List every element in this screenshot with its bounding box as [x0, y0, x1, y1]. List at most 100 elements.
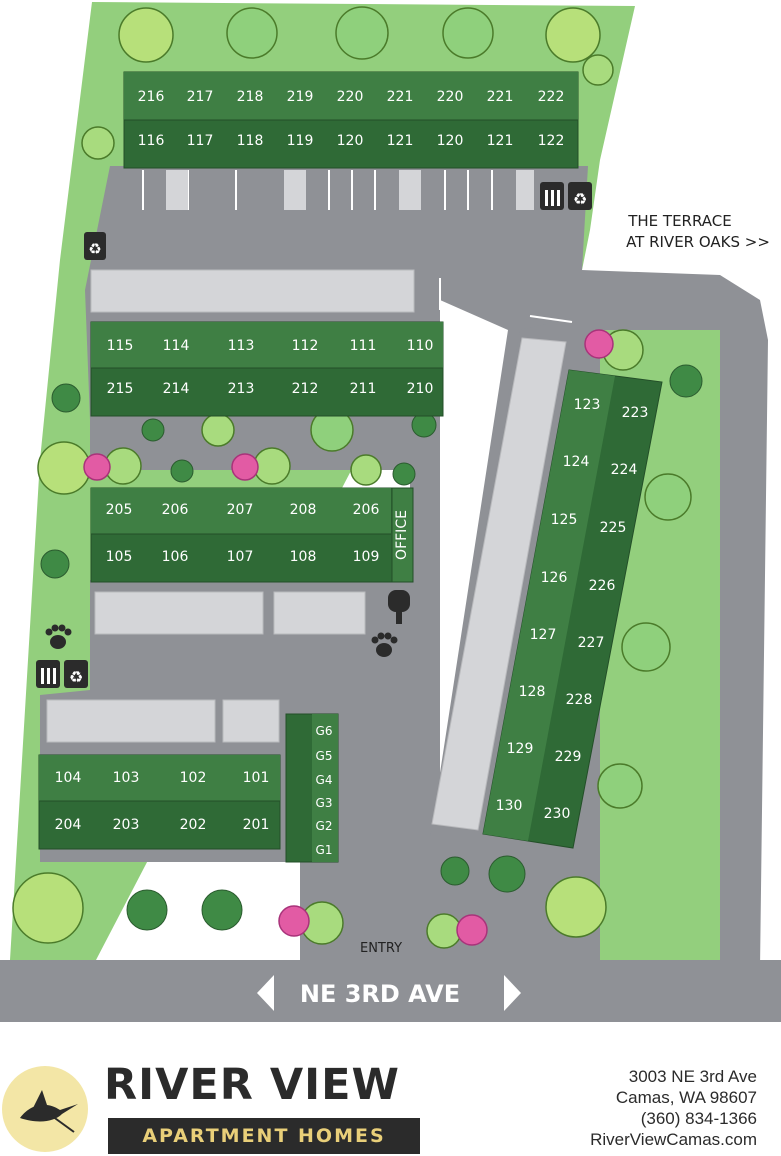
- unit-number: 111: [350, 338, 377, 354]
- recycle-icon: ♻: [568, 182, 592, 210]
- unit-number: 116: [138, 133, 165, 149]
- paw-print-icon: [45, 624, 72, 649]
- unit-number: 226: [589, 578, 616, 594]
- unit-number: 217: [187, 89, 214, 105]
- flowering-shrubs: [83, 329, 614, 946]
- unit-number: 210: [407, 381, 434, 397]
- building-b: [90, 321, 444, 417]
- address-city: Camas, WA 98607: [615, 1088, 757, 1107]
- svg-text:♻: ♻: [69, 668, 83, 687]
- chevron-left-icon: [257, 975, 274, 1011]
- unit-number: 215: [107, 381, 134, 397]
- office-label: OFFICE: [394, 510, 410, 560]
- unit-number: 219: [287, 89, 314, 105]
- unit-number: 205: [106, 502, 133, 518]
- building-d: [38, 754, 281, 850]
- unit-number: 123: [574, 397, 601, 413]
- unit-number: 214: [163, 381, 190, 397]
- unit-number: 211: [350, 381, 377, 397]
- unit-number: 225: [600, 520, 627, 536]
- garage-building: [285, 713, 339, 863]
- unit-number: 117: [187, 133, 214, 149]
- svg-text:♻: ♻: [88, 240, 101, 258]
- units-b-lower: 215 214 213 212 211 210: [107, 381, 434, 397]
- unit-number: 120: [337, 133, 364, 149]
- unit-number: 204: [55, 817, 82, 833]
- unit-number: 102: [180, 770, 207, 786]
- unit-number: 228: [566, 692, 593, 708]
- unit-number: 213: [228, 381, 255, 397]
- unit-number: G5: [316, 749, 333, 763]
- unit-number: 126: [541, 570, 568, 586]
- chevron-right-icon: [504, 975, 521, 1011]
- unit-number: 128: [519, 684, 546, 700]
- entry-label: ENTRY: [360, 941, 402, 956]
- building-east: [482, 369, 663, 849]
- phone-link[interactable]: (360) 834-1366: [640, 1109, 757, 1128]
- unit-number: 206: [353, 502, 380, 518]
- unit-number: 222: [538, 89, 565, 105]
- unit-number: 112: [292, 338, 319, 354]
- unit-number: 124: [563, 454, 590, 470]
- unit-number: G4: [316, 773, 333, 787]
- unit-number: 207: [227, 502, 254, 518]
- unit-number: 129: [507, 741, 534, 757]
- website-link[interactable]: RiverViewCamas.com: [590, 1130, 757, 1149]
- unit-number: 104: [55, 770, 82, 786]
- unit-number: 101: [243, 770, 270, 786]
- unit-number: 227: [578, 635, 605, 651]
- unit-number: 125: [551, 512, 578, 528]
- carport-1: [90, 269, 415, 313]
- carport-2: [94, 591, 264, 635]
- unit-number: 208: [290, 502, 317, 518]
- unit-number: 220: [337, 89, 364, 105]
- carport-east: [431, 337, 567, 831]
- logo-badge: [2, 1066, 88, 1152]
- unit-number: 202: [180, 817, 207, 833]
- unit-number: 114: [163, 338, 190, 354]
- street-label: NE 3RD AVE: [300, 980, 460, 1008]
- unit-number: 206: [162, 502, 189, 518]
- unit-number: 201: [243, 817, 270, 833]
- unit-number: 127: [530, 627, 557, 643]
- heron-icon: [20, 1090, 78, 1133]
- unit-number: 121: [387, 133, 414, 149]
- unit-number: 110: [407, 338, 434, 354]
- unit-number: 203: [113, 817, 140, 833]
- unit-number: G6: [316, 724, 333, 738]
- unit-number: 221: [487, 89, 514, 105]
- svg-text:♻: ♻: [573, 190, 587, 209]
- unit-number: 212: [292, 381, 319, 397]
- unit-number: 115: [107, 338, 134, 354]
- unit-number: 108: [290, 549, 317, 565]
- recycle-icon: ♻: [84, 232, 106, 260]
- units-c-upper: 205 206 207 208 206: [106, 502, 380, 518]
- unit-number: G1: [316, 843, 333, 857]
- address-street: 3003 NE 3rd Ave: [628, 1067, 757, 1086]
- unit-number: 216: [138, 89, 165, 105]
- carport-5: [222, 699, 280, 743]
- paw-print-icon: [371, 632, 398, 657]
- parking-pads-north: [166, 170, 534, 210]
- brand-tagline: APARTMENT HOMES: [108, 1118, 420, 1154]
- unit-number: 118: [237, 133, 264, 149]
- mailbox-icon: [388, 590, 410, 624]
- neighbor-label-line2: AT RIVER OAKS >>: [626, 233, 770, 251]
- leafy-plants: [40, 364, 703, 931]
- neighbor-label-line1: THE TERRACE: [627, 212, 732, 230]
- unit-number: G2: [316, 819, 333, 833]
- carport-4: [46, 699, 216, 743]
- trash-bin-icon: [36, 660, 60, 688]
- units-d-lower: 204 203 202 201: [55, 817, 270, 833]
- brand-name: RIVER VIEW: [104, 1060, 400, 1110]
- trash-bin-icon: [540, 182, 564, 210]
- unit-number: 119: [287, 133, 314, 149]
